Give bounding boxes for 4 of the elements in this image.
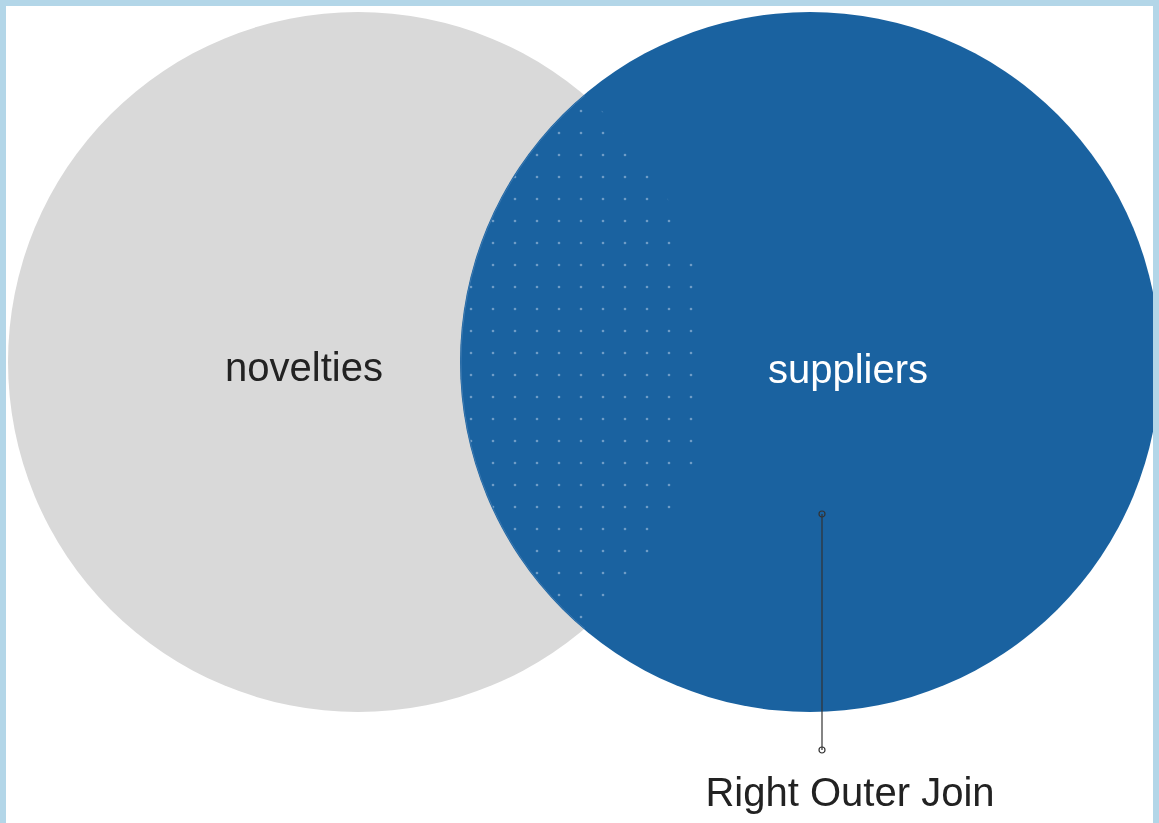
set-label: suppliers	[767, 346, 929, 392]
leader-line	[818, 510, 826, 754]
set-label: novelties	[225, 344, 383, 390]
join-type-label: Right Outer Join	[705, 769, 995, 815]
